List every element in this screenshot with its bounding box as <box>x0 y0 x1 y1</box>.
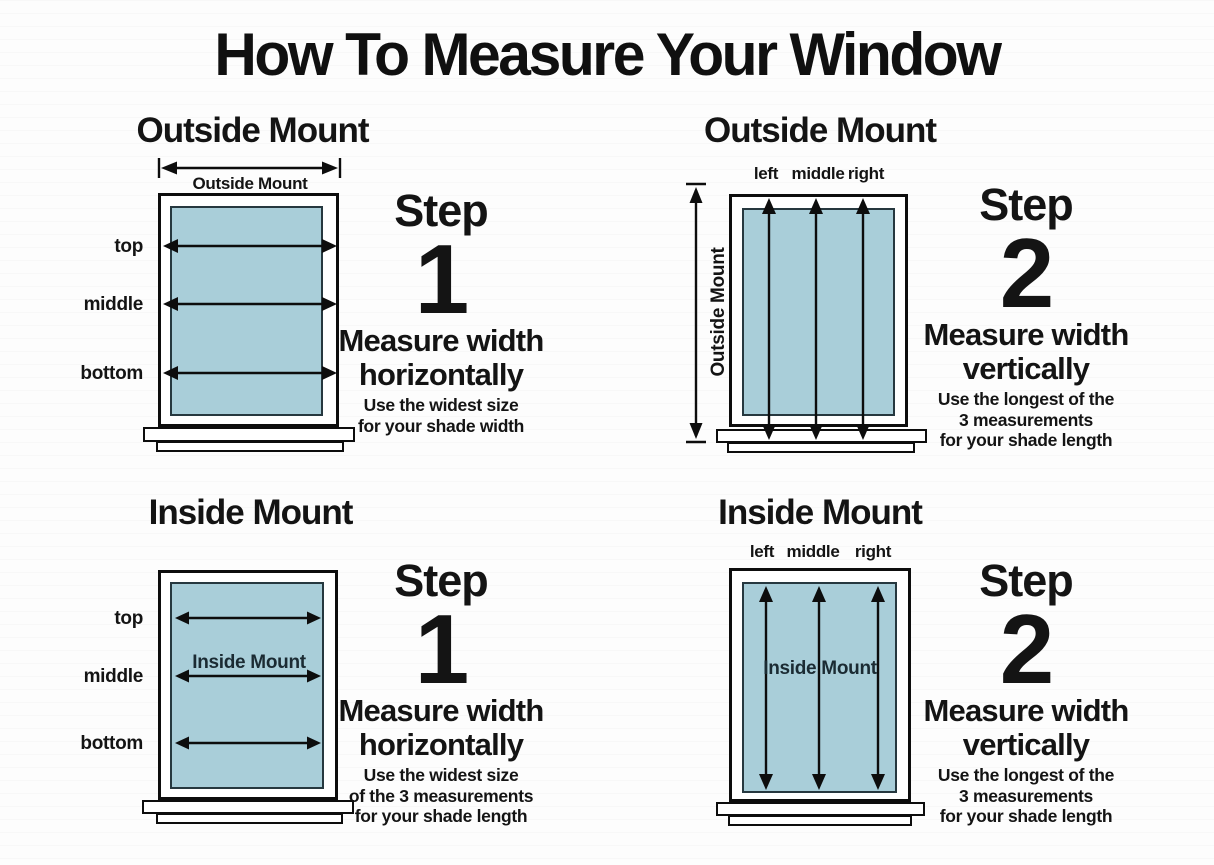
note-line: of the 3 measurements <box>348 785 534 806</box>
step-block: Step 2 Measure width vertically Use the … <box>915 558 1137 826</box>
double-arrow-horizontal-icon <box>163 239 337 253</box>
double-arrow-vertical-icon <box>762 198 776 440</box>
window-frame <box>729 194 908 427</box>
row-label: top <box>114 608 143 629</box>
step-word: Step <box>979 555 1074 606</box>
section-heading: Outside Mount <box>136 111 370 150</box>
step-number: 2 <box>999 593 1055 704</box>
row-label: bottom <box>80 363 143 384</box>
double-arrow-vertical-icon <box>812 586 826 790</box>
note-line: Use the widest size <box>363 765 519 786</box>
note-line: 3 measurements <box>959 409 1093 430</box>
page-title: How To Measure Your Window <box>214 21 1002 88</box>
double-arrow-vertical-icon <box>871 586 885 790</box>
measure-axis-label: Outside Mount <box>708 247 729 377</box>
step-number: 2 <box>999 217 1055 328</box>
note-line: for your shade length <box>939 429 1113 450</box>
step-block: Step 1 Measure width horizontally Use th… <box>330 558 552 826</box>
row-label: bottom <box>80 733 143 754</box>
note-line: for your shade length <box>939 805 1113 826</box>
window-frame <box>158 570 338 800</box>
note-line: Use the widest size <box>363 395 519 416</box>
step-word: Step <box>394 185 489 236</box>
section-heading: Inside Mount <box>148 493 354 532</box>
double-arrow-horizontal-icon <box>163 297 337 311</box>
instruction-line: vertically <box>962 727 1090 763</box>
double-arrow-vertical-icon <box>856 198 870 440</box>
instruction-line: horizontally <box>358 727 524 763</box>
note-line: for your shade width <box>357 415 525 436</box>
step-number: 1 <box>414 223 470 334</box>
double-arrow-vertical-icon <box>759 586 773 790</box>
row-label: middle <box>83 666 144 687</box>
window-glass <box>170 582 324 789</box>
section-heading: Inside Mount <box>718 493 923 532</box>
instruction-line: Measure width <box>338 693 545 729</box>
instruction-line: vertically <box>962 351 1090 387</box>
col-label: middle <box>786 542 840 561</box>
note-line: for your shade length <box>354 805 528 826</box>
window-sill-lower <box>728 815 912 826</box>
double-arrow-horizontal-icon <box>175 611 321 625</box>
instruction-line: Measure width <box>923 693 1130 729</box>
window-glass <box>742 208 895 416</box>
window-sill <box>142 800 354 814</box>
window-sill-lower <box>727 442 915 453</box>
double-arrow-horizontal-icon <box>163 366 337 380</box>
window-sill <box>143 427 355 442</box>
instruction-line: horizontally <box>358 357 524 393</box>
step-word: Step <box>394 555 489 606</box>
step-block: Step 2 Measure width vertically Use the … <box>915 182 1137 450</box>
col-label: left <box>749 542 775 561</box>
glass-mount-label: Inside Mount <box>192 652 306 673</box>
row-label: top <box>114 236 143 257</box>
col-label: right <box>847 164 885 183</box>
step-word: Step <box>979 179 1074 230</box>
measure-arrow-horizontal-icon <box>157 158 342 178</box>
col-label: middle <box>791 164 845 183</box>
window-sill <box>716 802 925 816</box>
col-label: left <box>753 164 779 183</box>
row-label: middle <box>83 294 144 315</box>
measure-arrow-vertical-icon <box>686 182 706 444</box>
double-arrow-horizontal-icon <box>175 669 321 683</box>
note-line: Use the longest of the <box>937 765 1115 786</box>
section-heading: Outside Mount <box>704 111 937 150</box>
window-sill-lower <box>156 813 343 824</box>
double-arrow-horizontal-icon <box>175 736 321 750</box>
step-block: Step 1 Measure width horizontally Use th… <box>330 188 552 436</box>
note-line: 3 measurements <box>959 785 1093 806</box>
measure-axis-label: Outside Mount <box>192 174 308 193</box>
instruction-line: Measure width <box>338 323 545 359</box>
glass-mount-label: Inside Mount <box>763 658 877 679</box>
double-arrow-vertical-icon <box>809 198 823 440</box>
step-number: 1 <box>414 593 470 704</box>
col-label: right <box>854 542 892 561</box>
note-line: Use the longest of the <box>937 389 1115 410</box>
window-sill-lower <box>156 441 344 452</box>
instruction-line: Measure width <box>923 317 1130 353</box>
